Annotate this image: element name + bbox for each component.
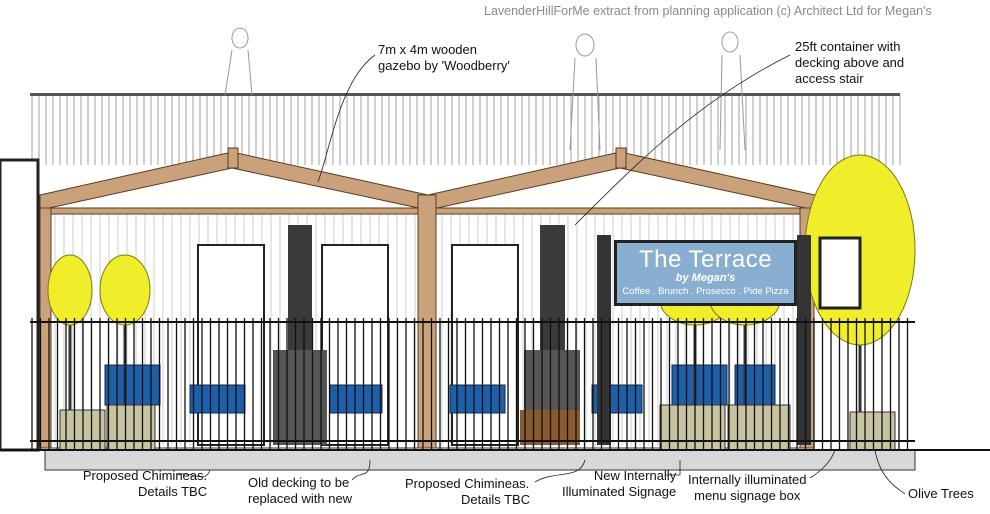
label-line: Internally illuminated (688, 472, 807, 487)
decking-label: Old decking to be replaced with new (248, 475, 352, 507)
drawing-credit: LavenderHillForMe extract from planning … (484, 4, 932, 18)
label-line: Old decking to be (248, 475, 350, 490)
sign-title: The Terrace (638, 246, 773, 273)
label-line: 25ft container with (795, 39, 901, 54)
sign-byline: by Megan's (675, 272, 736, 284)
label-line: menu signage box (694, 488, 801, 503)
label-line: Details TBC (138, 484, 208, 499)
chiminea-body (273, 350, 327, 445)
label-line: decking above and (795, 55, 905, 70)
label-line: gazebo by 'Woodberry' (378, 58, 510, 73)
chiminea-flue (288, 225, 312, 350)
olive-trees-label: Olive Trees (908, 486, 974, 501)
chimineas-right-label: Proposed Chimineas. Details TBC (405, 476, 530, 508)
ground-gravel (44, 449, 916, 471)
label-line: New Internally (593, 468, 677, 483)
signage-label: New Internally Illuminated Signage (562, 468, 676, 500)
sign-subtitle: Coffee . Brunch . Prosecco . Pide Pizza (622, 286, 789, 297)
container-label: 25ft container with decking above and ac… (795, 39, 904, 87)
label-line: Proposed Chimineas. (82, 468, 208, 483)
label-line: Illuminated Signage (562, 484, 677, 499)
menu-box-label: Internally illuminated menu signage box (688, 472, 807, 504)
chiminea-body (524, 350, 580, 410)
chimineas-left-label: Proposed Chimineas. Details TBC (80, 468, 207, 500)
gazebo-label: 7m x 4m wooden gazebo by 'Woodberry' (378, 42, 510, 74)
upper-deck-rail (30, 93, 900, 96)
label-line: Details TBC (461, 492, 531, 507)
label-line: replaced with new (248, 491, 353, 506)
label-line: 7m x 4m wooden (378, 42, 477, 57)
label-line: access stair (795, 71, 864, 86)
railing-fence (31, 318, 909, 450)
menu-signage-box (818, 236, 862, 310)
upper-deck-railing (31, 95, 901, 165)
terrace-signage: The Terrace by Megan's Coffee . Brunch .… (614, 240, 797, 306)
label-line: Proposed Chimineas. (405, 476, 530, 491)
chiminea-flue (540, 225, 565, 350)
